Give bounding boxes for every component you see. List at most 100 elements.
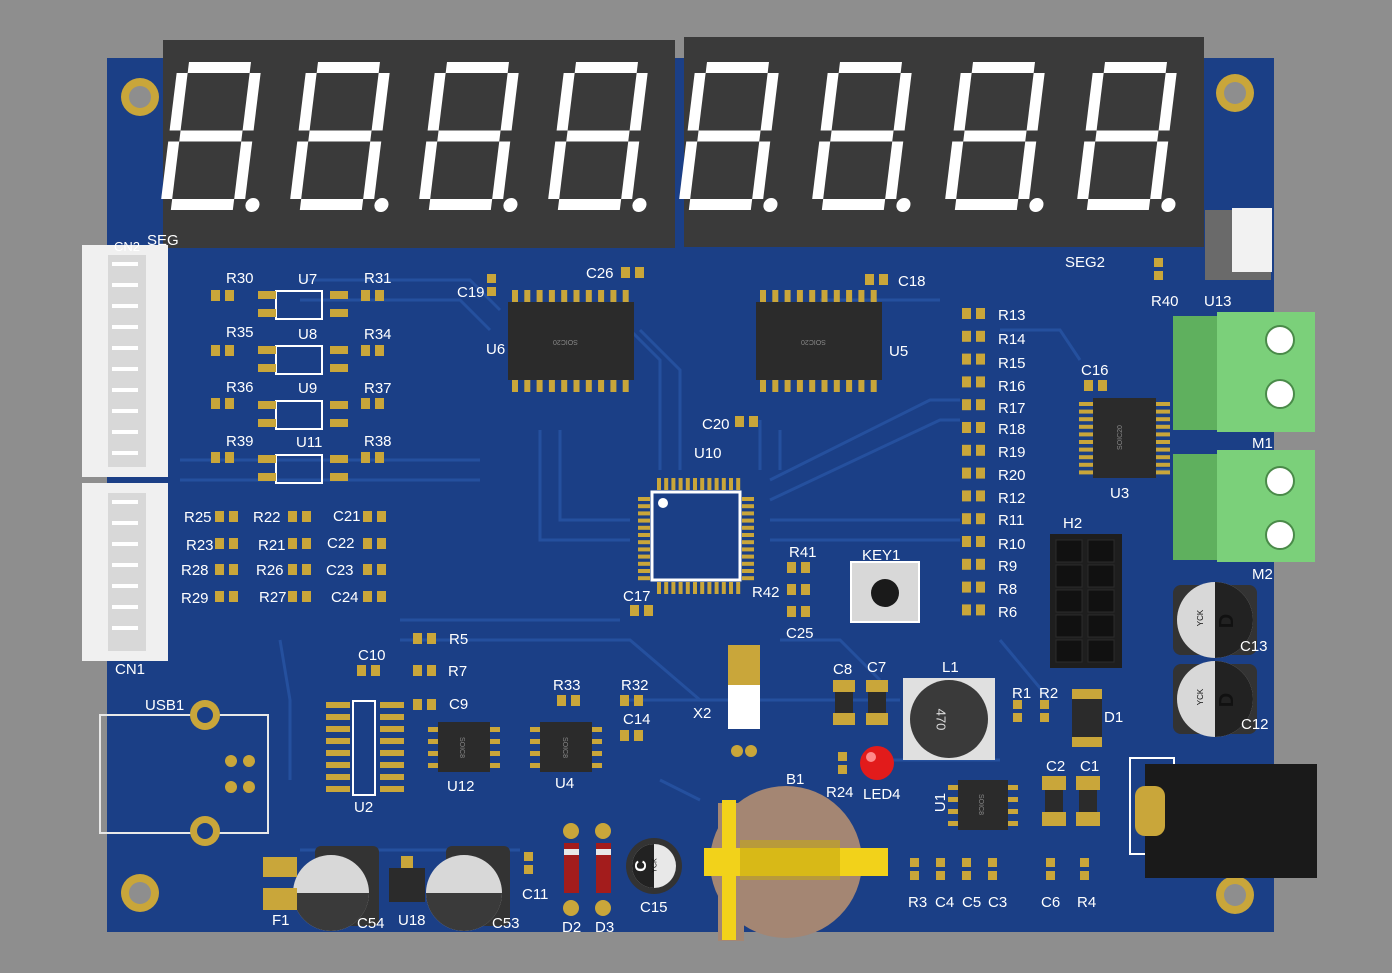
- label-c53: C53: [492, 915, 520, 932]
- u4-pin: [530, 751, 540, 756]
- resistor-pad: [1013, 700, 1022, 709]
- label-u12: U12: [447, 778, 475, 795]
- capacitor-pad: [524, 852, 533, 861]
- u10-pin: [736, 478, 741, 490]
- u10-pin: [707, 478, 712, 490]
- h2-pin: [1055, 539, 1083, 563]
- passive-pad: [1046, 871, 1055, 880]
- u10-pin: [685, 582, 690, 594]
- u10-pin: [638, 576, 650, 581]
- label-usb1: USB1: [145, 697, 185, 714]
- u5-pin: [821, 380, 828, 392]
- resistor-pad: [634, 695, 643, 706]
- u1-pin: [1008, 797, 1018, 802]
- u2-pin: [380, 702, 404, 708]
- seg-digit-4: [548, 62, 648, 212]
- u1-pin: [948, 821, 958, 826]
- resistor-pad: [838, 752, 847, 761]
- resistor-pad: [413, 633, 422, 644]
- label-r19: R19: [998, 444, 1026, 461]
- u5-pin: [833, 380, 840, 392]
- capacitor-pad: [865, 274, 874, 285]
- u5-pin: [784, 380, 791, 392]
- u2-pin: [380, 714, 404, 720]
- cn2-pin: [112, 325, 138, 329]
- label-m2: M2: [1252, 566, 1273, 583]
- u3-pin: [1156, 455, 1170, 460]
- seg-digits: [161, 62, 1177, 212]
- resistor-pad: [288, 564, 297, 575]
- label-r14: R14: [998, 331, 1026, 348]
- capacitor-pad: [735, 416, 744, 427]
- capacitor-pad: [413, 699, 422, 710]
- label-r5: R5: [449, 631, 469, 648]
- u3-pin: [1079, 424, 1093, 429]
- resistor-pad: [976, 558, 985, 570]
- u6-pin: [622, 290, 629, 302]
- resistor-pad: [962, 467, 971, 479]
- seg-digit-6: [812, 62, 912, 212]
- capacitor-pad: [833, 713, 855, 725]
- capacitor-pad: [866, 713, 888, 725]
- marking-u3: SOIC20: [1116, 425, 1124, 450]
- u10-pin: [729, 582, 733, 594]
- regulator-u18: [389, 856, 425, 902]
- u6-pin: [610, 290, 617, 302]
- dc-jack: [1129, 757, 1317, 878]
- crystal-x2: [728, 645, 760, 757]
- u10-pin: [742, 497, 754, 501]
- u2-pin: [380, 738, 404, 744]
- resistor-pad: [976, 467, 985, 479]
- h2-pin: [1055, 614, 1083, 638]
- u2-pin: [380, 762, 404, 768]
- resistor-pad: [215, 564, 224, 575]
- capacitor-pad: [1042, 776, 1066, 790]
- capacitor-pad: [487, 274, 496, 283]
- label-cn2: CN2: [114, 239, 141, 254]
- u6-pin: [536, 380, 543, 392]
- label-led4: LED4: [863, 786, 901, 803]
- passive-pad: [962, 871, 971, 880]
- resistor-pad: [1154, 258, 1163, 267]
- u3-pin: [1079, 462, 1093, 467]
- resistor-pad: [962, 558, 971, 570]
- u3-pin: [1156, 432, 1170, 437]
- label-c24: C24: [331, 589, 359, 606]
- marking-c12: D: [1216, 692, 1239, 708]
- u10-pin: [638, 547, 650, 552]
- u5-pin: [760, 380, 766, 392]
- opto-pad: [258, 309, 276, 317]
- marking-c15-brand: YCK: [651, 858, 659, 873]
- opto-pad: [258, 364, 276, 372]
- marking-c13-brand: YCK: [1196, 609, 1206, 627]
- u10-pin: [638, 540, 650, 545]
- resistor-pad: [962, 422, 971, 433]
- resistor-pad: [225, 452, 234, 463]
- u6-pin: [598, 290, 605, 302]
- u10-pin: [700, 582, 705, 594]
- label-r28: R28: [181, 562, 209, 579]
- resistor-pad: [976, 604, 985, 616]
- resistor-pad: [361, 452, 370, 463]
- u10-pin: [742, 525, 754, 530]
- label-d2: D2: [562, 919, 582, 936]
- u2-pin: [326, 714, 350, 720]
- u2-pin: [380, 750, 404, 756]
- u12-pin: [428, 751, 438, 756]
- u5-pin: [809, 380, 816, 392]
- capacitor-pad: [866, 680, 888, 692]
- label-r37: R37: [364, 380, 392, 397]
- label-c22: C22: [327, 535, 355, 552]
- u6-pin: [512, 290, 518, 302]
- resistor-pad: [962, 353, 971, 365]
- capacitor-pad: [621, 267, 630, 278]
- capacitor-body: [1079, 790, 1097, 812]
- label-u9: U9: [298, 380, 318, 397]
- u5-pin: [772, 290, 779, 302]
- resistor-pad: [302, 564, 311, 575]
- resistor-pad: [1040, 700, 1049, 709]
- capacitor-c53: [426, 846, 510, 931]
- u10-pin: [742, 569, 754, 573]
- passive-pad: [1080, 858, 1089, 867]
